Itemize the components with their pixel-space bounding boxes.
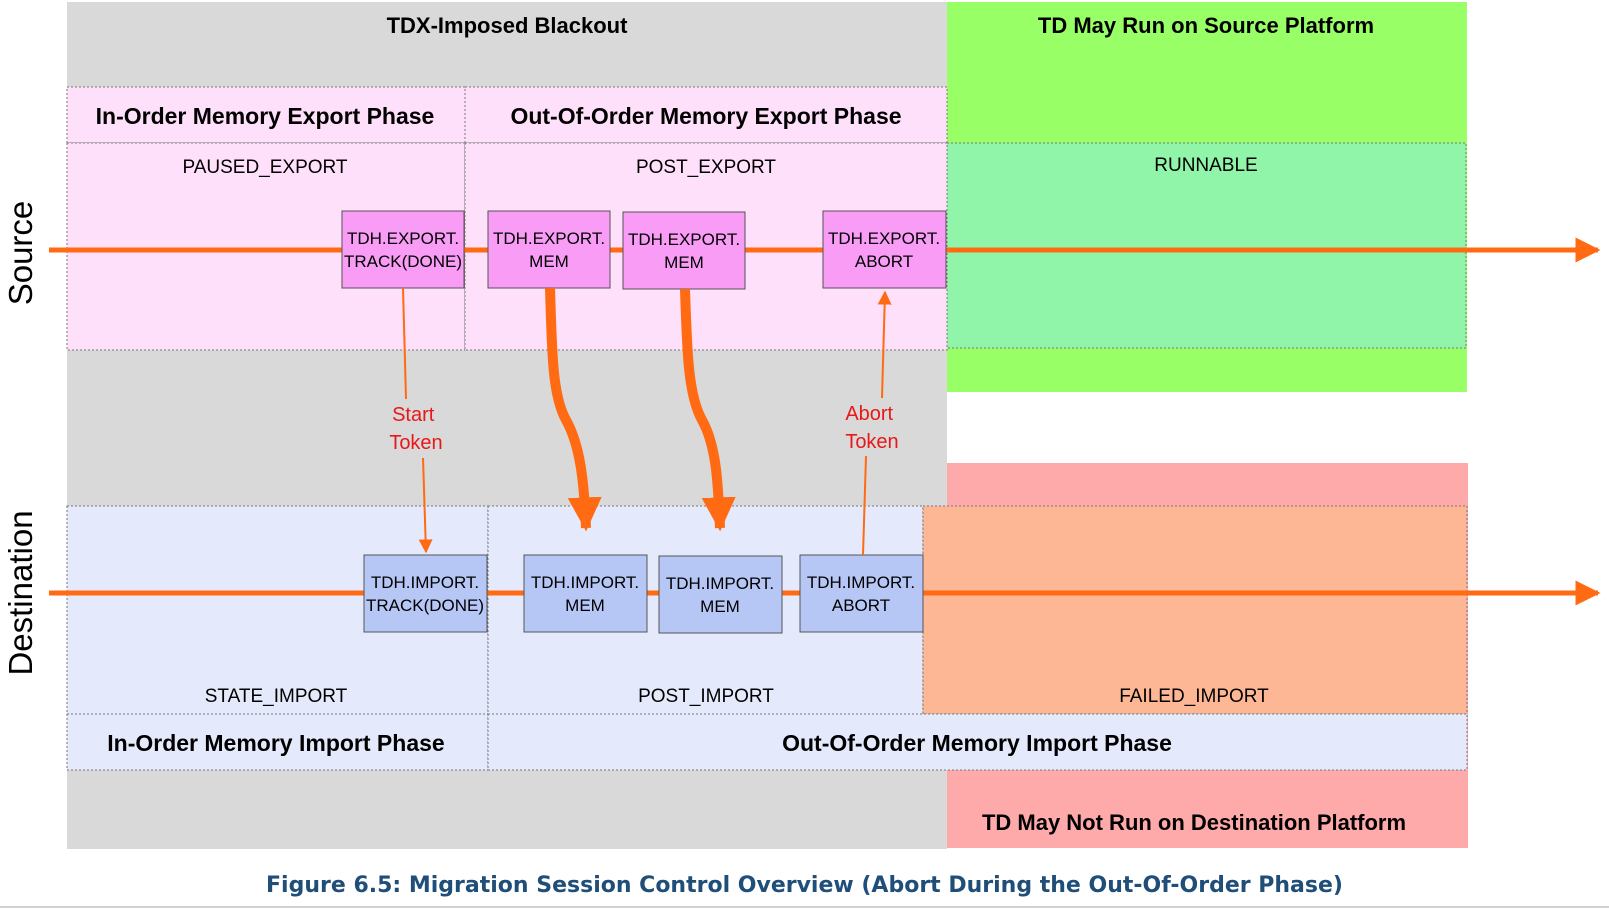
svg-text:ABORT: ABORT <box>832 596 890 615</box>
svg-text:MEM: MEM <box>664 253 704 272</box>
out-of-order-export-phase-band <box>464 86 948 144</box>
svg-text:TDH.IMPORT.: TDH.IMPORT. <box>531 573 639 592</box>
tdh-export-mem-box-1: TDH.EXPORT. MEM <box>487 210 611 289</box>
dest-no-run-title: TD May Not Run on Destination Platform <box>982 810 1406 835</box>
mem-transfer-arrow-1 <box>545 287 602 532</box>
figure-caption: Figure 6.5: Migration Session Control Ov… <box>266 873 1343 898</box>
svg-text:TDH.EXPORT.: TDH.EXPORT. <box>828 229 940 248</box>
out-of-order-import-phase-label: Out-Of-Order Memory Import Phase <box>782 730 1172 756</box>
svg-text:TRACK(DONE): TRACK(DONE) <box>344 252 462 271</box>
runnable-zone <box>946 142 1467 349</box>
tdh-export-track-box: TDH.EXPORT. TRACK(DONE) <box>341 210 465 289</box>
in-order-import-phase-label: In-Order Memory Import Phase <box>107 730 444 756</box>
start-token-label: Start Token <box>389 404 442 454</box>
destination-side-label: Destination <box>2 510 39 675</box>
state-import-state-label: STATE_IMPORT <box>205 686 348 707</box>
post-export-state-label: POST_EXPORT <box>636 157 776 178</box>
tdh-export-mem-box-2: TDH.EXPORT. MEM <box>622 211 746 290</box>
failed-import-zone <box>922 505 1468 715</box>
abort-token-label: Abort Token <box>845 403 898 453</box>
source-side-label: Source <box>2 201 39 306</box>
start-token-arrow-lower <box>418 457 433 554</box>
svg-text:TDH.IMPORT.: TDH.IMPORT. <box>666 574 774 593</box>
tdh-import-mem-box-1: TDH.IMPORT. MEM <box>523 554 648 633</box>
svg-text:TDH.IMPORT.: TDH.IMPORT. <box>807 573 915 592</box>
start-token-arrow-upper <box>402 287 407 400</box>
svg-text:MEM: MEM <box>565 596 605 615</box>
abort-token-arrow-lower <box>862 455 867 556</box>
out-of-order-export-phase-label: Out-Of-Order Memory Export Phase <box>510 103 901 129</box>
svg-text:ABORT: ABORT <box>855 252 913 271</box>
blackout-title: TDX-Imposed Blackout <box>387 13 628 38</box>
mem-transfer-arrow-2 <box>680 288 736 532</box>
runnable-state-label: RUNNABLE <box>1154 155 1257 176</box>
in-order-import-phase-band <box>66 713 489 771</box>
svg-text:TDH.EXPORT.: TDH.EXPORT. <box>628 230 740 249</box>
svg-text:MEM: MEM <box>700 597 740 616</box>
paused-export-state-label: PAUSED_EXPORT <box>182 157 347 178</box>
svg-text:TDH.EXPORT.: TDH.EXPORT. <box>347 229 459 248</box>
post-import-state-label: POST_IMPORT <box>638 686 774 707</box>
out-of-order-import-phase-band <box>487 713 1468 771</box>
tdh-export-abort-box: TDH.EXPORT. ABORT <box>822 210 947 289</box>
svg-text:MEM: MEM <box>529 252 569 271</box>
tdh-import-mem-box-2: TDH.IMPORT. MEM <box>658 555 783 634</box>
svg-text:TDH.EXPORT.: TDH.EXPORT. <box>493 229 605 248</box>
source-run-title: TD May Run on Source Platform <box>1038 13 1374 38</box>
tdh-import-track-box: TDH.IMPORT. TRACK(DONE) <box>363 554 488 633</box>
in-order-export-phase-label: In-Order Memory Export Phase <box>96 103 435 129</box>
tdh-import-abort-box: TDH.IMPORT. ABORT <box>799 554 924 633</box>
page-divider <box>0 906 1609 908</box>
svg-text:TRACK(DONE): TRACK(DONE) <box>366 596 484 615</box>
abort-token-arrow-upper <box>877 290 892 399</box>
svg-text:TDH.IMPORT.: TDH.IMPORT. <box>371 573 479 592</box>
failed-import-state-label: FAILED_IMPORT <box>1119 686 1269 707</box>
